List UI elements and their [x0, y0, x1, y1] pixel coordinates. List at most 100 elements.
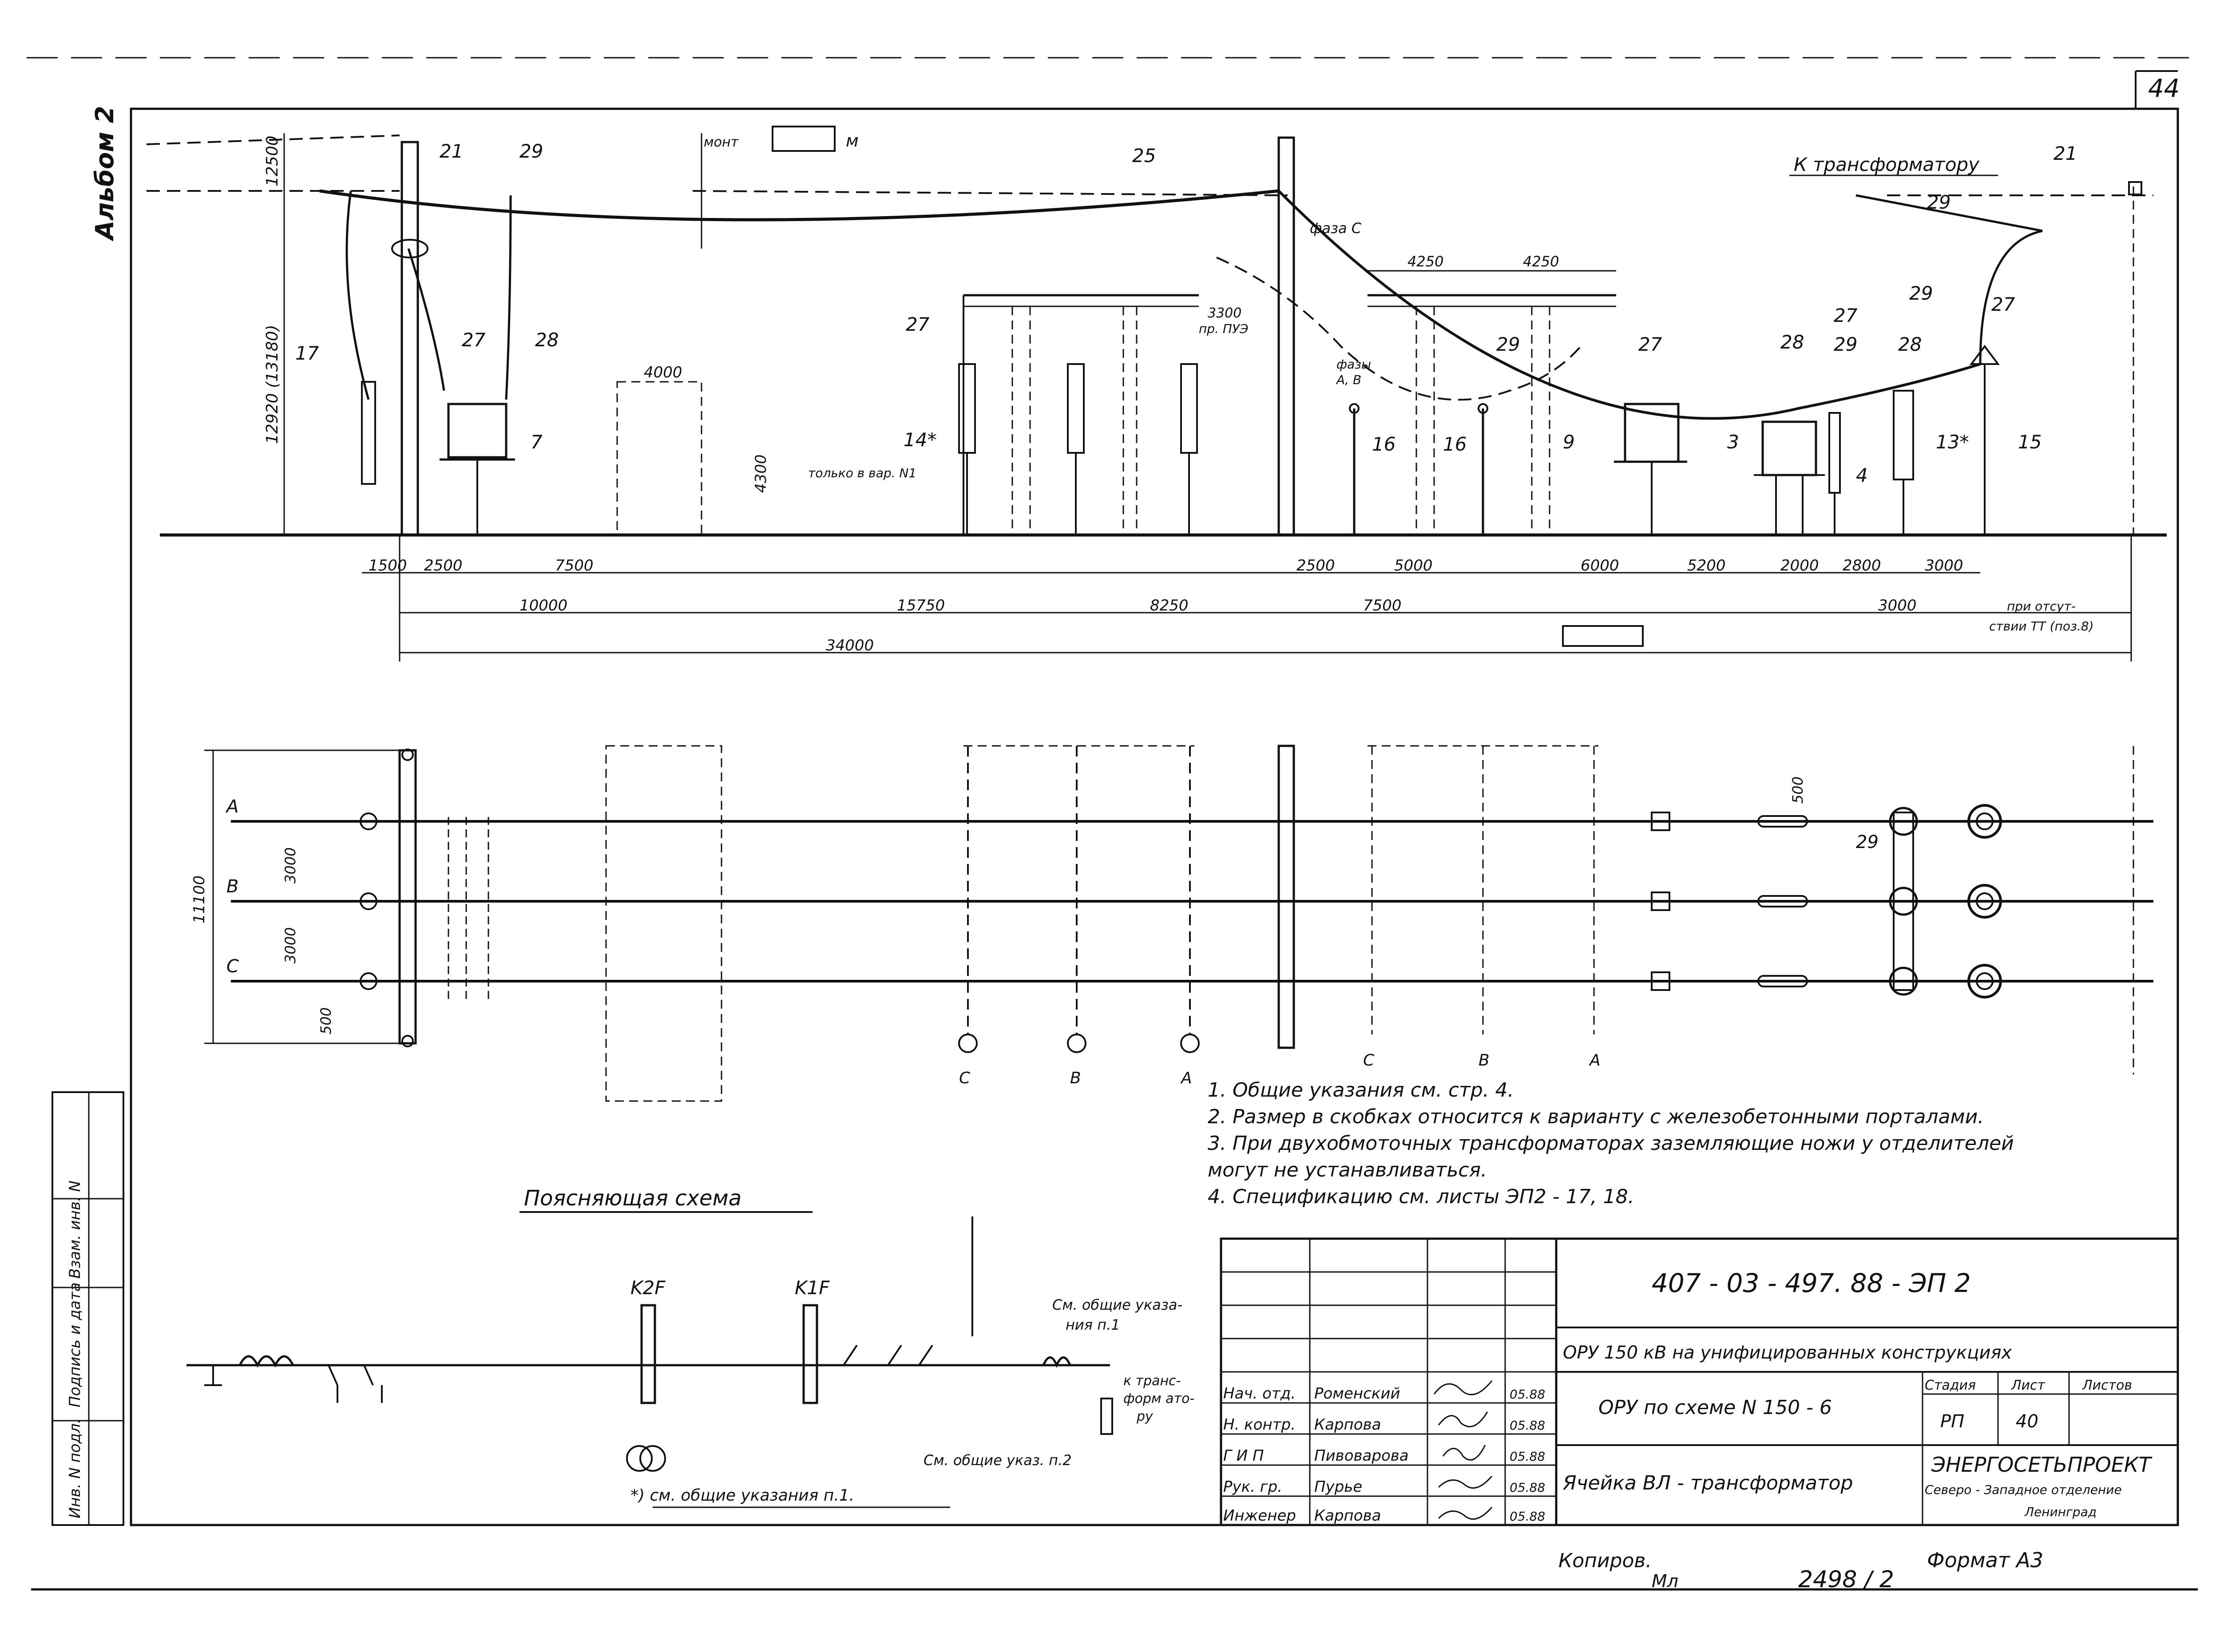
dim-2500b: 2500	[1296, 557, 1335, 574]
pos-marker: 14*	[904, 429, 936, 451]
pos-marker: 28	[1780, 331, 1804, 353]
stage-header: Стадия	[1925, 1378, 1976, 1393]
signatures	[1433, 1380, 1493, 1520]
dim-7500: 7500	[555, 557, 594, 574]
scheme-name: ОРУ по схеме N 150 - 6	[1598, 1396, 1832, 1419]
pos-marker: 29	[1927, 191, 1950, 213]
note-1: 1. Общие указания см. стр. 4.	[1208, 1079, 1514, 1101]
page-number: 44	[2148, 74, 2180, 103]
sheets-header: Листов	[2082, 1378, 2132, 1393]
elevation-view: 12500 12920 (13180) монт м 4000 4300	[146, 126, 2167, 662]
dim-3000: 3000	[1925, 557, 1963, 574]
staff-role: Рук. гр.	[1223, 1478, 1282, 1496]
pos-marker: 17	[295, 342, 319, 364]
plan-phase-b-1: B	[1070, 1069, 1081, 1087]
staff-role: Нач. отд.	[1223, 1385, 1296, 1402]
pos-marker: 13*	[1936, 431, 1969, 453]
k1f-label: K1F	[795, 1277, 830, 1299]
pos-marker: 7	[531, 431, 543, 453]
pos-marker: 27	[1638, 333, 1662, 355]
general-notes: 1. Общие указания см. стр. 4. 2. Размер …	[1208, 1079, 2014, 1208]
dim-box-width: 4000	[644, 364, 682, 381]
sheet-header: Лист	[2011, 1378, 2046, 1393]
plan-dim-3000b: 3000	[282, 927, 299, 963]
mon-unit: м	[846, 131, 859, 151]
phase-c-label-plan: C	[226, 956, 239, 977]
staff-role: Инженер	[1223, 1507, 1296, 1525]
k2f-label: K2F	[630, 1277, 666, 1299]
dim-4250-b: 4250	[1523, 253, 1559, 270]
phase-a-label: A	[225, 796, 238, 817]
see-notes-2: См. общие указ. п.2	[924, 1452, 1072, 1469]
dim-15750: 15750	[897, 597, 945, 614]
title-block: 407 - 03 - 497. 88 - ЭП 2 ОРУ 150 кВ на …	[1220, 1237, 2179, 1526]
dimension-rows: 1500 2500 7500 2500 5000 6000 5200 2000 …	[362, 535, 2132, 662]
note-3: 3. При двухобмоточных трансформаторах за…	[1208, 1132, 2014, 1155]
staff-role: Н. контр.	[1223, 1416, 1296, 1434]
stamp-replace-inv: Взам. инв. N	[66, 1181, 84, 1279]
plan-phase-c-2: C	[1363, 1051, 1375, 1070]
mon-label: монт	[704, 135, 739, 150]
phases-ab-label-2: А, В	[1336, 372, 1361, 387]
dim-1500: 1500	[369, 557, 407, 574]
staff-rows: Нач. отд. Роменский 05.88 Н. контр. Карп…	[1223, 1385, 1545, 1525]
doc-code: 407 - 03 - 497. 88 - ЭП 2	[1652, 1268, 1971, 1298]
staff-role: Г И П	[1223, 1447, 1264, 1465]
pos-marker: 27	[1834, 305, 1858, 326]
dim-height-main: 12920 (13180)	[263, 325, 281, 444]
dim-5200: 5200	[1687, 557, 1726, 574]
note-4: 4. Спецификацию см. листы ЭП2 - 17, 18.	[1208, 1185, 1634, 1208]
schema-title: Поясняющая схема	[524, 1186, 741, 1211]
pos-marker: 27	[906, 313, 930, 335]
dim-3000b: 3000	[1878, 597, 1917, 614]
pos-marker: 28	[1898, 333, 1922, 355]
see-notes-1: См. общие указа-	[1052, 1296, 1182, 1313]
pos-marker: 27	[1991, 293, 2015, 315]
dim-2500: 2500	[424, 557, 463, 574]
staff-date: 05.88	[1510, 1509, 1545, 1524]
pos-marker: 29	[1909, 282, 1933, 304]
pos-marker: 15	[2018, 431, 2042, 453]
to-transformer-a: к транс-	[1123, 1373, 1181, 1389]
pos-marker: 16	[1443, 433, 1467, 455]
plan-dim-500b: 500	[1789, 776, 1806, 804]
absence-tt: при отсут-	[2007, 599, 2076, 614]
phase-b-label: B	[226, 876, 238, 897]
dim-2800: 2800	[1843, 557, 1881, 574]
explanatory-schema: Поясняющая схема K2F K1F См. общие указа…	[186, 1186, 1194, 1508]
plan-view: 11100 3000 3000 500 500 A B C C B A	[190, 745, 2153, 1102]
see-notes-1b: ния п.1	[1066, 1316, 1120, 1333]
dim-10000: 10000	[519, 597, 567, 614]
dim-2000: 2000	[1780, 557, 1819, 574]
pos-marker: 28	[535, 329, 559, 351]
footer: Копиров. Мл 2498 / 2 Формат А3	[1558, 1548, 2043, 1593]
dim-7500b: 7500	[1363, 597, 1402, 614]
dim-8250: 8250	[1150, 597, 1189, 614]
plan-phase-a-1: A	[1180, 1069, 1192, 1087]
pos-marker: 21	[2054, 143, 2077, 164]
staff-date: 05.88	[1510, 1418, 1545, 1433]
to-transformer: К трансформатору	[1794, 154, 1980, 175]
staff-date: 05.88	[1510, 1387, 1545, 1402]
pos-marker: 25	[1132, 145, 1156, 166]
stamp-signature: Подпись и дата	[66, 1282, 84, 1407]
dim-6000: 6000	[1581, 557, 1619, 574]
pue-note: 3300	[1208, 305, 1241, 321]
to-transformer-b: форм ато-	[1123, 1391, 1194, 1406]
plan-dim-3000a: 3000	[282, 848, 299, 883]
cell-name: Ячейка ВЛ - трансформатор	[1562, 1472, 1853, 1494]
only-variant-1: только в вар. N1	[808, 466, 916, 480]
pos-marker: 29	[1496, 333, 1520, 355]
stage-value: РП	[1940, 1411, 1964, 1432]
staff-name: Пурье	[1314, 1478, 1362, 1496]
pos-marker: 9	[1563, 431, 1575, 453]
staff-name: Карпова	[1314, 1507, 1381, 1525]
position-markers: 21 29 25 17 27 28 7 27 14* 29 16 16 9 27…	[295, 140, 2077, 486]
pos-marker: 4	[1856, 464, 1868, 486]
pos-marker: 21	[440, 140, 463, 162]
stamp-inv-sub: Инв. N подл.	[66, 1418, 84, 1518]
to-transformer-c: ру	[1136, 1409, 1154, 1424]
staff-name: Карпова	[1314, 1416, 1381, 1434]
pos-marker: 27	[462, 329, 486, 351]
